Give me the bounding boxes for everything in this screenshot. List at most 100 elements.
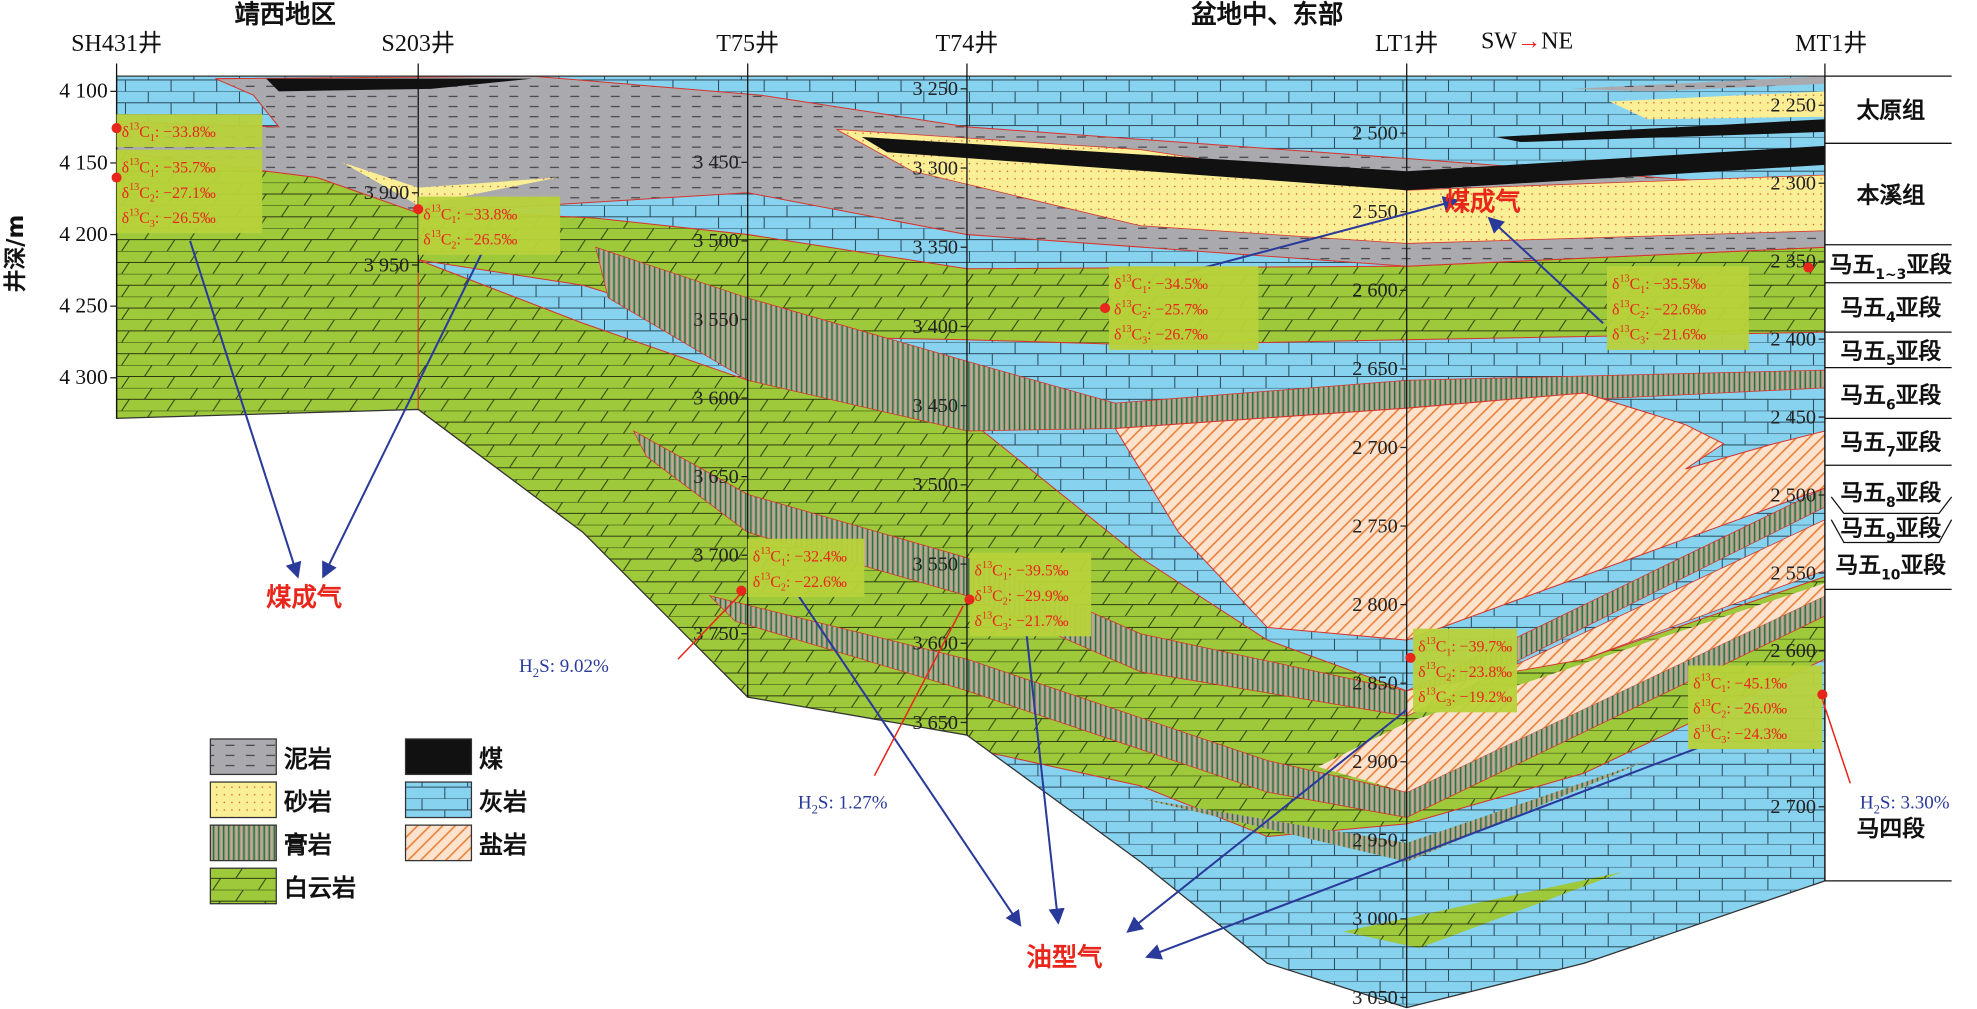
sample-point-marker: [1100, 302, 1111, 314]
coal-gas-label-west: 煤成气: [266, 582, 342, 612]
salt-lens-main: [1114, 392, 1825, 641]
depth-tick-label: 3 500: [912, 474, 958, 496]
h2s-leader-lines: [677, 592, 1851, 784]
coal-layer: [861, 136, 1825, 191]
well-label: S203井: [381, 30, 455, 57]
legend-label: 泥岩: [284, 745, 332, 773]
isotope-value: δ13C2: −22.6‰: [1612, 299, 1706, 321]
isotope-value: δ13C1: −32.4‰: [753, 546, 847, 568]
isotope-box-bg: [1688, 665, 1823, 750]
sample-point-marker: [413, 204, 424, 215]
depth-tick-label: 3 000: [1352, 908, 1398, 930]
legend-item-salt: 盐岩: [404, 824, 527, 862]
isotope-value: δ13C3: −24.3‰: [1693, 723, 1787, 745]
depth-tick-label: 3 600: [693, 387, 739, 409]
depth-tick-label: 3 600: [912, 633, 958, 655]
isotope-value: δ13C2: −26.5‰: [423, 229, 517, 251]
gypsum-band-3: [708, 595, 1825, 818]
depth-tick-label: 2 700: [1770, 796, 1816, 818]
depth-tick-label: 4 150: [59, 150, 107, 174]
formation-label: 马五10亚段: [1836, 552, 1947, 583]
coal-layer-thin: [1495, 119, 1825, 143]
well-label: T74井: [936, 30, 999, 57]
isotope-value: δ13C1: −33.8‰: [122, 121, 216, 143]
depth-tick-label: 2 400: [1770, 328, 1816, 350]
sample-point-marker: [964, 594, 975, 605]
depth-axis-label: 井深/m: [3, 215, 29, 293]
isotope-value: δ13C2: −27.1‰: [122, 182, 216, 204]
dolomite-swatch: [209, 867, 277, 905]
dolomite-lens-bottom: [1343, 872, 1623, 949]
depth-tick-label: 4 100: [59, 79, 107, 103]
isotope-box-bg: [1606, 266, 1749, 350]
depth-tick-label: 2 300: [1770, 173, 1816, 195]
formation-label: 马四段: [1857, 816, 1926, 843]
depth-tick-label: 4 250: [59, 294, 107, 318]
sample-point-marker: [111, 172, 122, 183]
isotope-box: δ13C1: −33.8‰: [111, 114, 263, 148]
legend-label: 盐岩: [479, 831, 527, 859]
region-west-label: 靖西地区: [234, 0, 335, 29]
legend-label: 白云岩: [284, 874, 356, 902]
isotope-value: δ13C1: −39.7‰: [1418, 636, 1512, 658]
isotope-box: δ13C1: −35.5‰δ13C2: −22.6‰δ13C3: −21.6‰: [1606, 262, 1814, 350]
isotope-value: δ13C1: −33.8‰: [423, 204, 517, 226]
isotope-value: δ13C1: −34.5‰: [1114, 273, 1208, 295]
depth-tick-label: 3 300: [912, 157, 958, 179]
sample-point-marker: [1803, 262, 1814, 273]
depth-tick-label: 2 800: [1352, 594, 1398, 616]
mudstone-wedge-right: [1571, 76, 1825, 92]
sample-point-marker: [111, 123, 122, 134]
legend-item-dolomite: 白云岩: [209, 867, 356, 905]
formation-column-dividers: [1824, 75, 1953, 882]
legend-label: 砂岩: [284, 788, 332, 816]
isotope-box-bg: [747, 538, 865, 598]
isotope-value: δ13C3: −26.7‰: [1114, 324, 1208, 346]
formation-label: 马五7亚段: [1840, 429, 1941, 460]
well-label: MT1井: [1795, 30, 1867, 57]
depth-tick-label: 3 900: [364, 182, 410, 204]
isotope-box: δ13C1: −45.1‰δ13C2: −26.0‰δ13C3: −24.3‰: [1688, 665, 1828, 750]
isotope-box-bg: [1413, 628, 1517, 713]
salt-swatch: [404, 824, 473, 862]
sandstone-swatch: [209, 781, 277, 819]
depth-tick-label: 2 850: [1352, 673, 1398, 695]
direction-label: SW→NE: [1481, 28, 1573, 54]
coal-gas-label-east: 煤成气: [1445, 186, 1521, 216]
coal-swatch: [404, 738, 473, 776]
formation-label: 马五6亚段: [1840, 382, 1941, 413]
depth-tick-label: 3 550: [693, 309, 739, 331]
depth-tick-label: 2 500: [1770, 484, 1816, 506]
legend-item-gypsum: 膏岩: [209, 824, 332, 862]
isotope-value: δ13C3: −21.6‰: [1612, 324, 1706, 346]
depth-tick-label: 2 750: [1352, 515, 1398, 537]
legend-item-sandstone: 砂岩: [209, 781, 332, 819]
isotope-value: δ13C3: −21.7‰: [975, 611, 1069, 633]
depth-tick-label: 2 650: [1352, 358, 1398, 380]
depth-tick-label: 2 900: [1352, 751, 1398, 773]
region-east-label: 盆地中、东部: [1191, 0, 1343, 29]
sample-point-marker: [736, 585, 747, 596]
depth-tick-label: 2 600: [1352, 280, 1398, 302]
formation-label: 太原组: [1857, 97, 1926, 124]
formation-label: 马五8亚段: [1840, 480, 1941, 511]
isotope-value: δ13C1: −39.5‰: [975, 560, 1069, 582]
isotope-box-bg: [116, 149, 263, 234]
legend-item-coal: 煤: [404, 738, 503, 776]
well-label: T75井: [716, 30, 779, 57]
limestone-swatch: [404, 781, 473, 819]
depth-tick-label: 3 750: [693, 623, 739, 645]
legend-label: 灰岩: [479, 788, 527, 816]
formation-label: 马五4亚段: [1840, 295, 1941, 326]
mudstone-swatch: [209, 738, 277, 776]
isotope-box: δ13C1: −39.5‰δ13C2: −29.9‰δ13C3: −21.7‰: [964, 552, 1092, 637]
depth-tick-label: 3 050: [1352, 987, 1398, 1009]
isotope-box: δ13C1: −32.4‰δ13C2: −22.6‰: [736, 538, 865, 598]
isotope-box: δ13C1: −33.8‰ δ13C2: −26.5‰: [413, 196, 561, 255]
depth-tick-label: 2 450: [1770, 406, 1816, 428]
formation-label: 本溪组: [1857, 182, 1926, 209]
isotope-value: δ13C2: −26.0‰: [1693, 698, 1787, 720]
depth-tick-label: 2 250: [1770, 95, 1816, 117]
formation-label: 马五9亚段: [1840, 515, 1941, 546]
